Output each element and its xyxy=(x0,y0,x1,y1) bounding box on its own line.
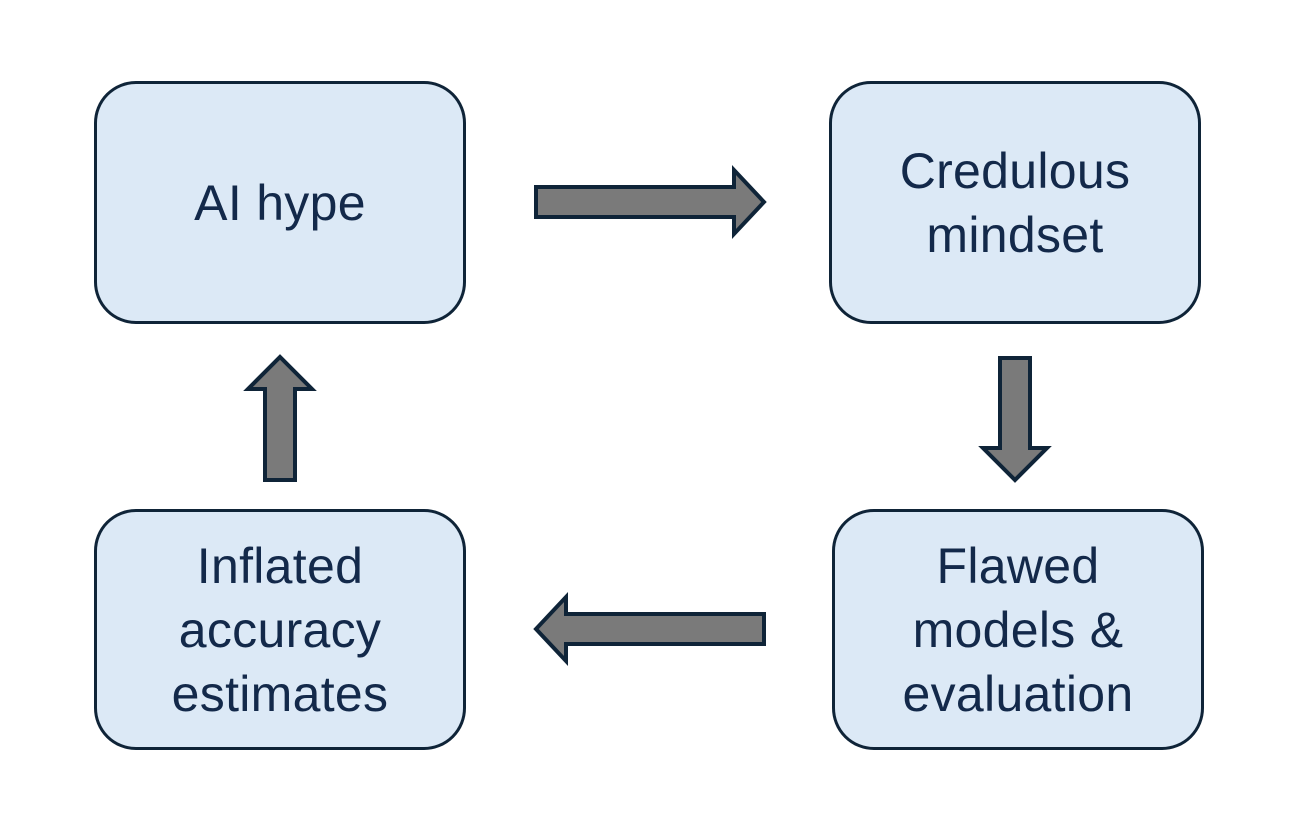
node-inflated-accuracy-label: Inflated accuracy estimates xyxy=(171,537,389,722)
node-flawed-models: Flawed models & evaluation xyxy=(832,509,1204,750)
arrow-left-icon xyxy=(533,591,766,667)
arrow-right-icon xyxy=(534,164,767,240)
arrow-up-icon xyxy=(243,354,317,482)
node-ai-hype: AI hype xyxy=(94,81,466,324)
node-flawed-models-label: Flawed models & evaluation xyxy=(902,537,1134,722)
node-inflated-accuracy: Inflated accuracy estimates xyxy=(94,509,466,750)
arrow-down-icon xyxy=(978,356,1052,483)
node-credulous-mindset-label: Credulous mindset xyxy=(899,142,1131,263)
node-credulous-mindset: Credulous mindset xyxy=(829,81,1201,324)
node-ai-hype-label: AI hype xyxy=(194,174,366,231)
